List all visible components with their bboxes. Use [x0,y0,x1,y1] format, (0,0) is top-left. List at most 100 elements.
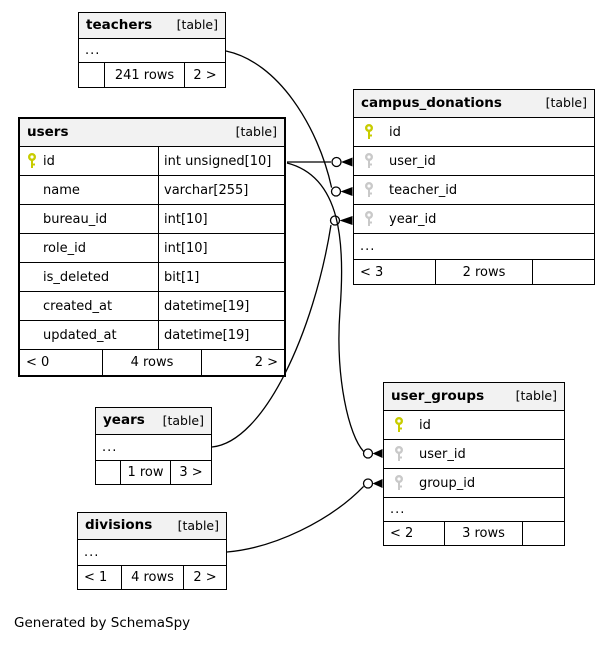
table-campus-donations[interactable]: campus_donations [table] id user_id [353,89,595,285]
table-name: campus_donations [361,94,502,111]
table-footer: 241 rows 2 > [79,63,225,87]
footer-rowcount: 241 rows [104,63,184,87]
column-type: datetime[19] [158,321,284,349]
column-type: datetime[19] [158,292,284,320]
footer-rowcount: 4 rows [102,350,201,375]
column-row-id: id int unsigned[10] [20,147,284,176]
table-teachers-header[interactable]: teachers [table] [79,13,225,39]
column-name: user_id [419,446,466,462]
table-tag: [table] [515,388,557,404]
footer-rowcount: 2 rows [435,260,532,284]
column-name: id [389,124,401,140]
column-row-role-id: role_id int[10] [20,234,284,263]
relationship-teachers-campus-donations-teacher-id [225,50,353,197]
footer-parents [522,522,564,545]
table-tag: [table] [545,95,587,111]
column-type: int unsigned[10] [158,147,284,175]
column-row-updated-at: updated_at datetime[19] [20,321,284,350]
column-type: varchar[255] [158,176,284,204]
column-row-user-id: user_id [384,440,564,469]
table-users[interactable]: users [table] id int unsigned[10] name v… [18,117,286,377]
column-name: bureau_id [43,211,108,227]
table-users-header[interactable]: users [table] [20,119,284,147]
table-teachers[interactable]: teachers [table] ... 241 rows 2 > [78,12,226,88]
table-user-groups-header[interactable]: user_groups [table] [384,383,564,411]
relationship-divisions-user-groups-group-id [226,478,383,553]
footer-parents: 2 > [184,63,225,87]
column-row-id: id [354,118,594,147]
foreign-key-icon [363,182,374,198]
relationship-users-campus-donations-user-id [287,156,353,168]
table-footer: < 1 4 rows 2 > [78,566,226,589]
table-name: user_groups [391,387,485,404]
table-name: divisions [85,517,153,534]
foreign-key-icon [393,475,404,491]
table-years-header[interactable]: years [table] [96,408,211,435]
hidden-columns-ellipsis: ... [354,234,594,260]
foreign-key-icon [363,211,374,227]
hidden-columns-ellipsis: ... [96,435,211,461]
primary-key-icon [26,153,37,169]
foreign-key-icon [363,153,374,169]
table-campus-donations-header[interactable]: campus_donations [table] [354,90,594,118]
column-name: created_at [43,298,113,314]
table-name: users [27,123,69,140]
column-row-id: id [384,411,564,440]
table-footer: < 2 3 rows [384,522,564,545]
table-divisions-header[interactable]: divisions [table] [78,513,226,540]
column-name: year_id [389,211,437,227]
column-type: bit[1] [158,263,284,291]
column-name: id [43,153,55,169]
table-tag: [table] [177,517,219,533]
column-row-created-at: created_at datetime[19] [20,292,284,321]
table-divisions[interactable]: divisions [table] ... < 1 4 rows 2 > [77,512,227,590]
footer-parents: 2 > [201,350,284,375]
footer-parents [532,260,594,284]
column-row-year-id: year_id [354,205,594,234]
primary-key-icon [393,417,404,433]
column-row-teacher-id: teacher_id [354,176,594,205]
foreign-key-icon [393,446,404,462]
relationship-users-user-groups-user-id [286,162,383,459]
footer-children: < 2 [390,526,414,541]
footer-rowcount: 3 rows [444,522,522,545]
column-type: int[10] [158,234,284,262]
table-name: teachers [86,16,153,33]
column-row-bureau-id: bureau_id int[10] [20,205,284,234]
table-user-groups[interactable]: user_groups [table] id user_id [383,382,565,546]
column-row-is-deleted: is_deleted bit[1] [20,263,284,292]
hidden-columns-ellipsis: ... [79,39,225,63]
primary-key-icon [363,124,374,140]
hidden-columns-ellipsis: ... [78,540,226,566]
hidden-columns-ellipsis: ... [384,498,564,522]
column-row-group-id: group_id [384,469,564,498]
footer-children: < 3 [360,264,384,280]
table-footer: < 0 4 rows 2 > [20,350,284,375]
column-name: group_id [419,475,476,491]
table-tag: [table] [176,17,218,33]
generator-credit: Generated by SchemaSpy [14,615,191,631]
column-name: name [43,182,80,198]
footer-rowcount: 4 rows [121,566,183,589]
footer-parents: 2 > [183,566,226,589]
column-name: is_deleted [43,269,110,285]
column-name: user_id [389,153,436,169]
footer-children [79,63,104,87]
column-name: updated_at [43,327,117,343]
column-row-user-id: user_id [354,147,594,176]
column-row-name: name varchar[255] [20,176,284,205]
table-tag: [table] [162,412,204,428]
column-type: int[10] [158,205,284,233]
column-name: id [419,417,431,433]
footer-children [96,461,120,484]
footer-children: < 0 [26,355,50,370]
footer-rowcount: 1 row [120,461,170,484]
table-footer: < 3 2 rows [354,260,594,284]
column-name: role_id [43,240,86,256]
table-name: years [103,412,145,429]
table-years[interactable]: years [table] ... 1 row 3 > [95,407,212,485]
table-footer: 1 row 3 > [96,461,211,484]
footer-children: < 1 [84,570,108,585]
